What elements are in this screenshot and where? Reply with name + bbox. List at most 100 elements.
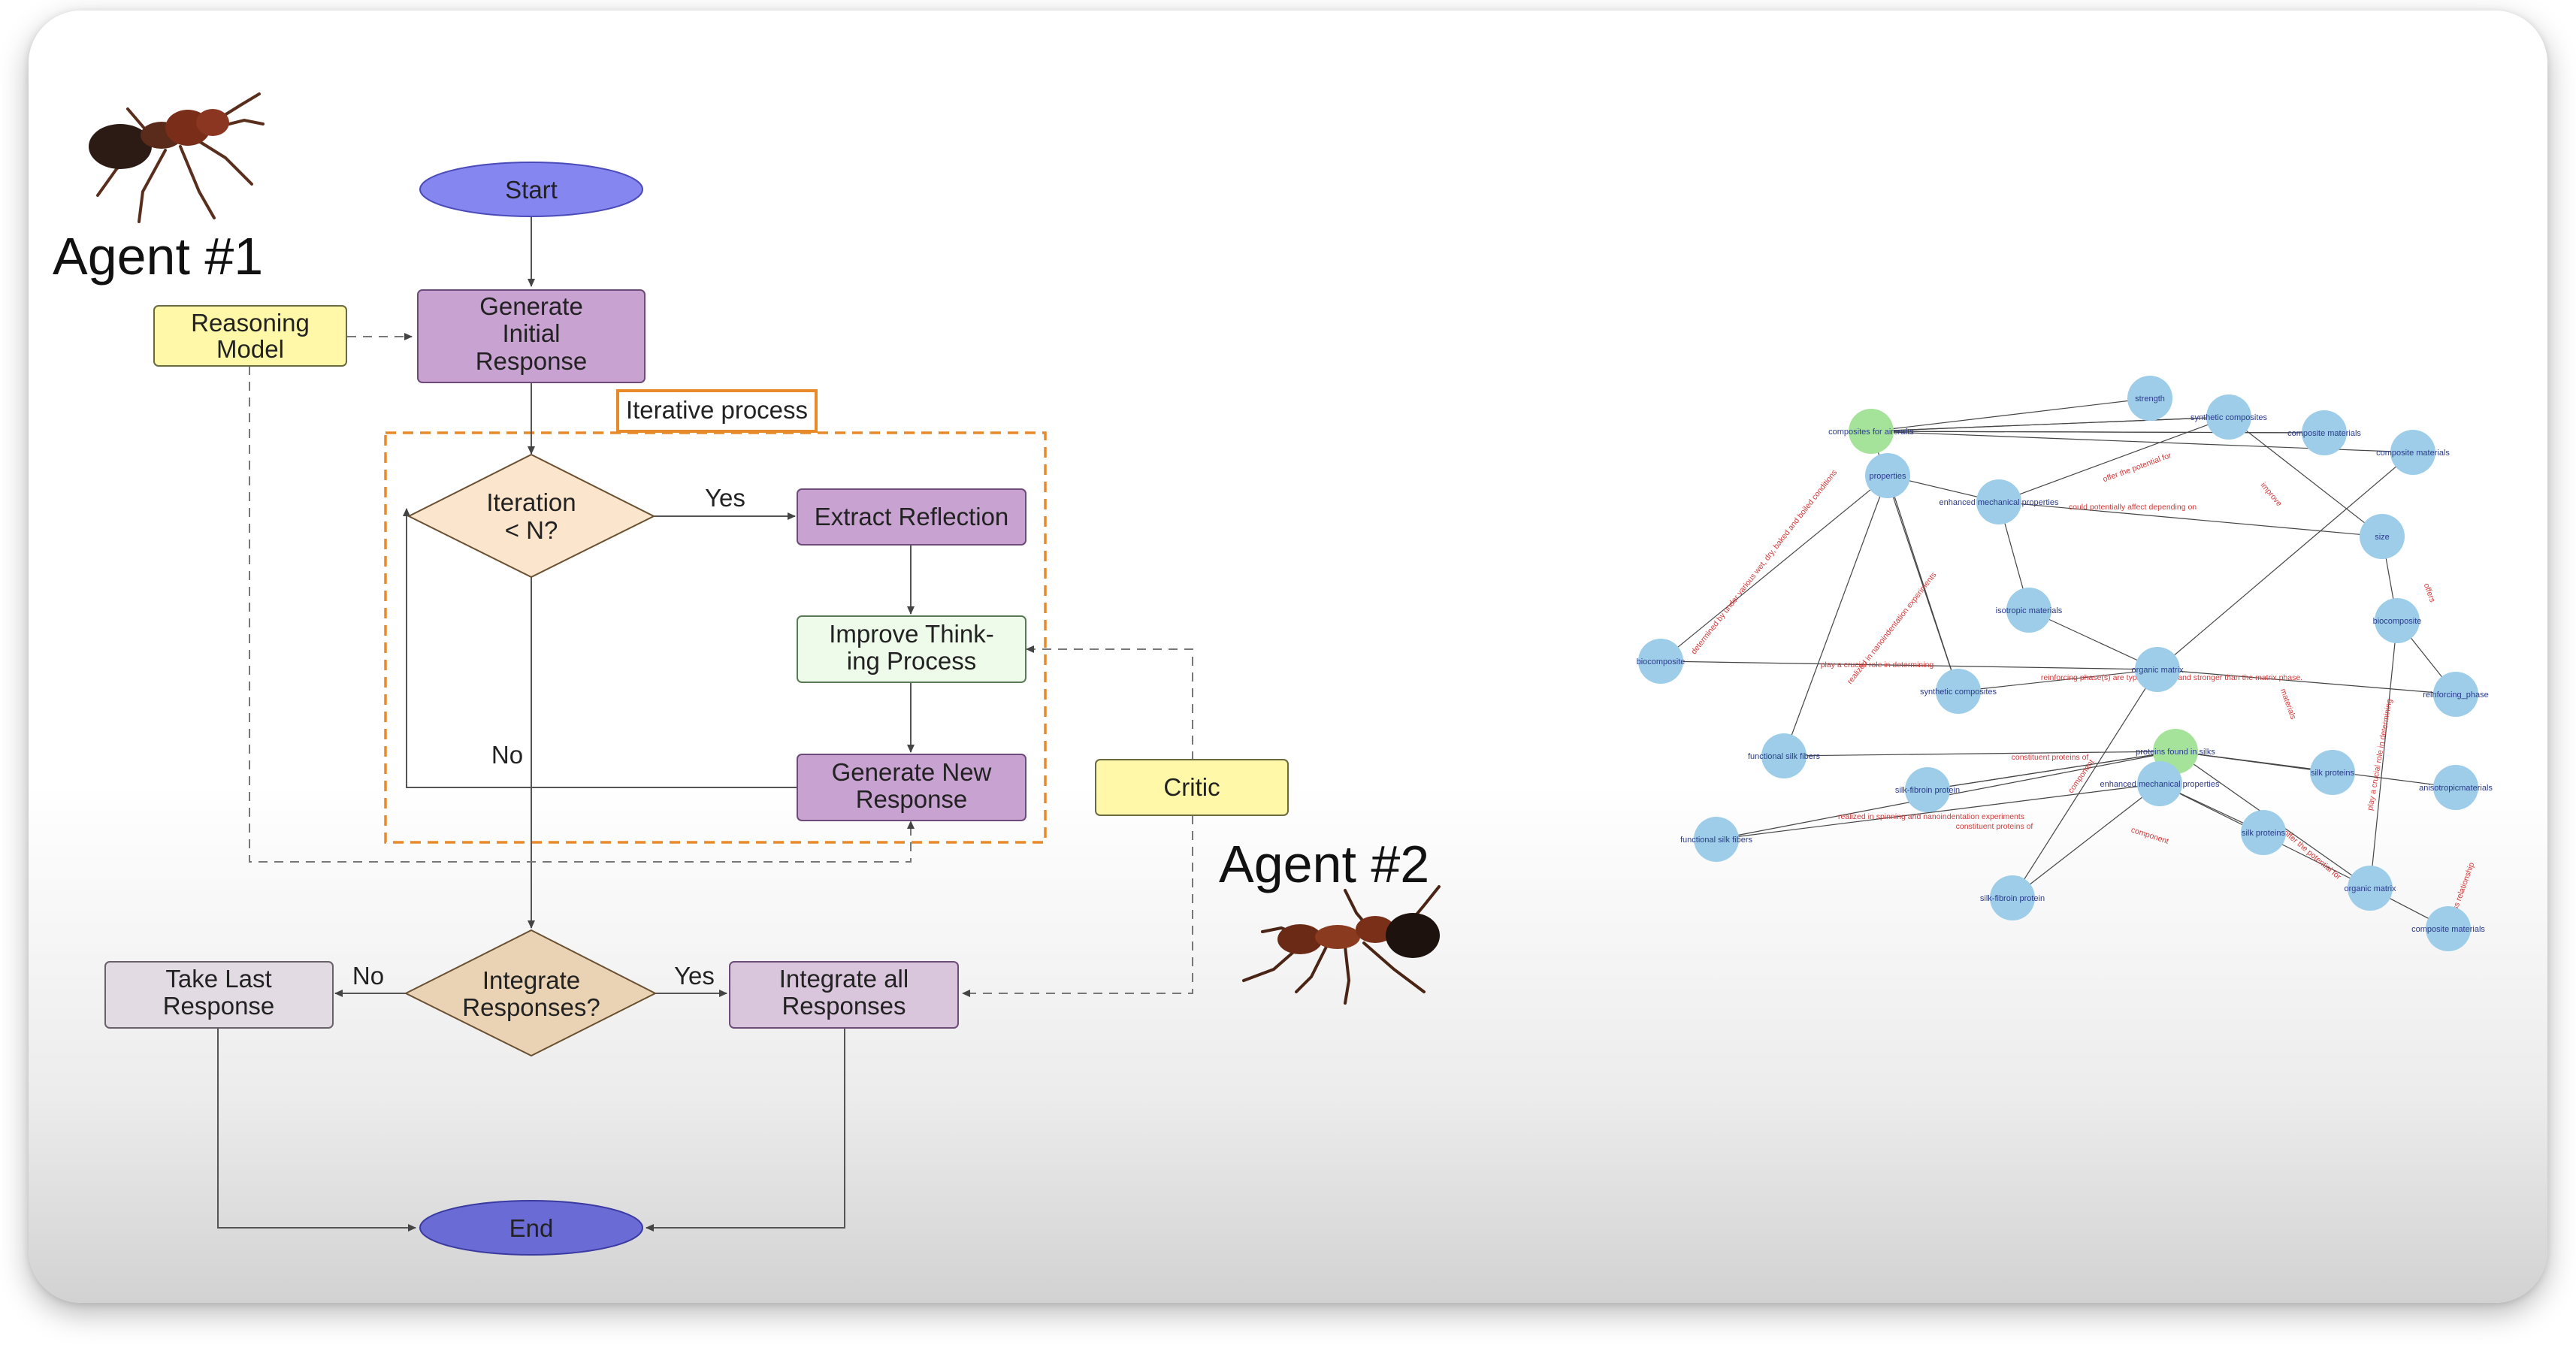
generate-initial-response-label-2: Initial	[502, 319, 560, 347]
end-label: End	[509, 1214, 554, 1242]
kg-node-label: isotropic materials	[1996, 606, 2063, 615]
kg-node	[2310, 750, 2355, 795]
kg-edge	[2383, 894, 2435, 923]
kg-node-label: proteins found in silks	[2136, 748, 2215, 757]
generate-new-response-label-2: Response	[856, 785, 968, 813]
kg-node-label: silk-fibroin protein	[1980, 894, 2045, 903]
generate-initial-response-node	[417, 289, 646, 383]
kg-node	[2302, 410, 2347, 455]
yes-label-integrate: Yes	[674, 962, 715, 990]
kg-edge	[2383, 551, 2396, 606]
iterative-process-label: Iterative process	[626, 396, 808, 424]
kg-node	[1905, 767, 1950, 812]
start-label: Start	[505, 176, 558, 204]
kg-edge-label: improve	[2259, 481, 2284, 508]
kg-node	[1865, 453, 1910, 498]
edge-integrate-all-to-end	[646, 1028, 845, 1232]
no-label-integrate: No	[352, 962, 384, 990]
kg-edge	[2020, 682, 2150, 886]
kg-node-label: composite materials	[2411, 925, 2485, 934]
kg-edge-label: constituent proteins of	[2012, 753, 2089, 762]
kg-node	[1638, 639, 1683, 684]
kg-node	[2127, 376, 2172, 421]
iterative-process-label-box	[616, 389, 818, 433]
kg-node-label: functional silk fibers	[1680, 836, 1752, 845]
kg-node-label: reinforcing_phase	[2423, 691, 2488, 700]
kg-edge	[2190, 751, 2318, 771]
kg-edge-label: component	[2130, 825, 2169, 845]
kg-node	[1849, 409, 1894, 454]
kg-edge	[1672, 485, 1876, 652]
integrate-all-responses-node	[729, 961, 959, 1029]
kg-edge	[2172, 670, 2441, 696]
kg-edge-label: play a crucial role in determining	[1821, 660, 1934, 669]
kg-edge	[1675, 658, 2143, 670]
integrate-check-node	[404, 929, 658, 1057]
kg-edge	[2172, 789, 2251, 827]
kg-edge-label: realized in spinning and nanoindentation…	[1838, 812, 2024, 821]
kg-node-label: functional silk fibers	[1748, 752, 1820, 761]
figure-card: Iterative process Start Ge	[29, 11, 2547, 1303]
kg-node-label: composites for aircrafts	[1828, 428, 1914, 437]
critic-node	[1095, 759, 1289, 816]
kg-edge	[2168, 461, 2402, 660]
kg-node-label: composite materials	[2287, 429, 2361, 438]
improve-thinking-label-2: ing Process	[847, 647, 976, 675]
start-node	[419, 162, 643, 217]
kg-edge	[1973, 670, 2143, 692]
kg-edge	[1902, 479, 1985, 500]
improve-thinking-node	[797, 615, 1026, 683]
kg-node	[1936, 669, 1981, 714]
extract-reflection-node	[797, 488, 1026, 546]
flowchart-dashed-edges	[249, 333, 1193, 997]
generate-initial-response-label-1: Generate	[479, 292, 583, 320]
kg-node	[2348, 866, 2393, 911]
kg-node	[2433, 672, 2478, 717]
kg-node	[2426, 906, 2471, 951]
end-node	[419, 1200, 643, 1256]
edge-reasoning-to-generate-new	[249, 366, 915, 863]
take-last-response-label-1: Take Last	[165, 965, 271, 993]
take-last-response-node	[104, 961, 334, 1029]
kg-node	[2135, 647, 2180, 692]
kg-edge	[2012, 422, 2215, 497]
kg-node-label: properties	[1870, 472, 1906, 481]
kg-edge-label: constituent proteins of	[1956, 822, 2033, 831]
kg-edge	[2405, 632, 2448, 683]
kg-node	[2390, 430, 2435, 475]
reasoning-model-label-2: Model	[216, 335, 284, 363]
kg-node-label: biocomposite	[2373, 617, 2422, 626]
kg-nodes: composites for aircraftsstrengthsyntheti…	[1637, 376, 2493, 951]
reasoning-model-label-1: Reasoning	[191, 309, 310, 337]
kg-node-label: organic matrix	[2131, 666, 2184, 675]
kg-edge	[1942, 751, 2161, 788]
iteration-check-node	[407, 453, 656, 579]
integrate-all-responses-label-1: Integrate all	[779, 965, 909, 993]
improve-thinking-label-1: Improve Think-	[829, 620, 993, 648]
flowchart-and-graph-figure: Iterative process Start Ge	[53, 92, 2493, 1256]
take-last-response-label-2: Response	[163, 992, 275, 1020]
kg-edge	[1731, 783, 2145, 839]
no-label-iteration: No	[491, 741, 523, 769]
kg-node	[1990, 875, 2035, 920]
flowchart: Iterative process Start Ge	[104, 162, 1289, 1256]
kg-edge	[1788, 489, 1883, 742]
kg-node	[1694, 817, 1739, 862]
yes-label-iteration: Yes	[705, 484, 745, 512]
kg-edge	[2042, 615, 2145, 664]
kg-node-label: enhanced mechanical properties	[2100, 780, 2220, 789]
critic-label: Critic	[1163, 773, 1220, 801]
integrate-check-label-1: Integrate	[482, 966, 580, 994]
kg-edge	[1885, 417, 2215, 434]
agent1-ant-image	[89, 92, 265, 223]
kg-node-label: organic matrix	[2344, 884, 2396, 893]
kg-edges	[1672, 397, 2448, 923]
agent2-label: Agent #2	[1219, 835, 1429, 893]
kg-node	[2137, 761, 2182, 806]
kg-edge-label: could potentially affect depending on	[2069, 503, 2197, 512]
kg-edge-label: materials	[2278, 688, 2298, 721]
edge-critic-to-integrate-all	[962, 815, 1193, 997]
generate-initial-response-label-3: Response	[476, 347, 588, 375]
kg-node	[2375, 598, 2420, 643]
integrate-all-responses-label-2: Responses	[782, 992, 906, 1020]
